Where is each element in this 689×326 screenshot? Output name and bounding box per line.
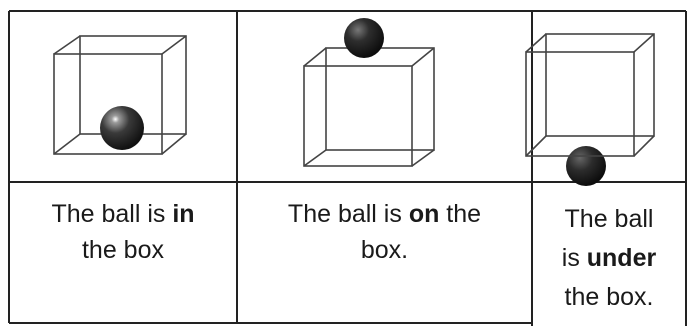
caption-text: The ball is [51, 200, 172, 228]
caption-on-line1: The ball is on the [237, 196, 532, 232]
caption-text: the [439, 200, 481, 228]
caption-under-line1: The ball [532, 200, 686, 239]
caption-on-line2: box. [237, 232, 532, 268]
caption-in-line2: the box [9, 232, 237, 268]
ball-on-box-illustration [290, 14, 480, 174]
box-icon [526, 34, 654, 156]
caption-text: is [562, 244, 587, 272]
caption-under-line2: is under [532, 239, 686, 278]
preposition-keyword: on [409, 200, 440, 228]
ball-icon [344, 18, 384, 58]
preposition-keyword: under [587, 244, 656, 272]
box-icon [304, 48, 434, 166]
caption-under: The ball is under the box. [532, 200, 686, 317]
preposition-keyword: in [172, 200, 194, 228]
ball-in-box-illustration [40, 24, 220, 174]
caption-under-line3: the box. [532, 278, 686, 317]
ball-icon [100, 106, 144, 150]
caption-on: The ball is on the box. [237, 196, 532, 268]
caption-in: The ball is in the box [9, 196, 237, 268]
caption-text: The ball is [288, 200, 409, 228]
caption-in-line1: The ball is in [9, 196, 237, 232]
ball-under-box-illustration [522, 20, 682, 195]
